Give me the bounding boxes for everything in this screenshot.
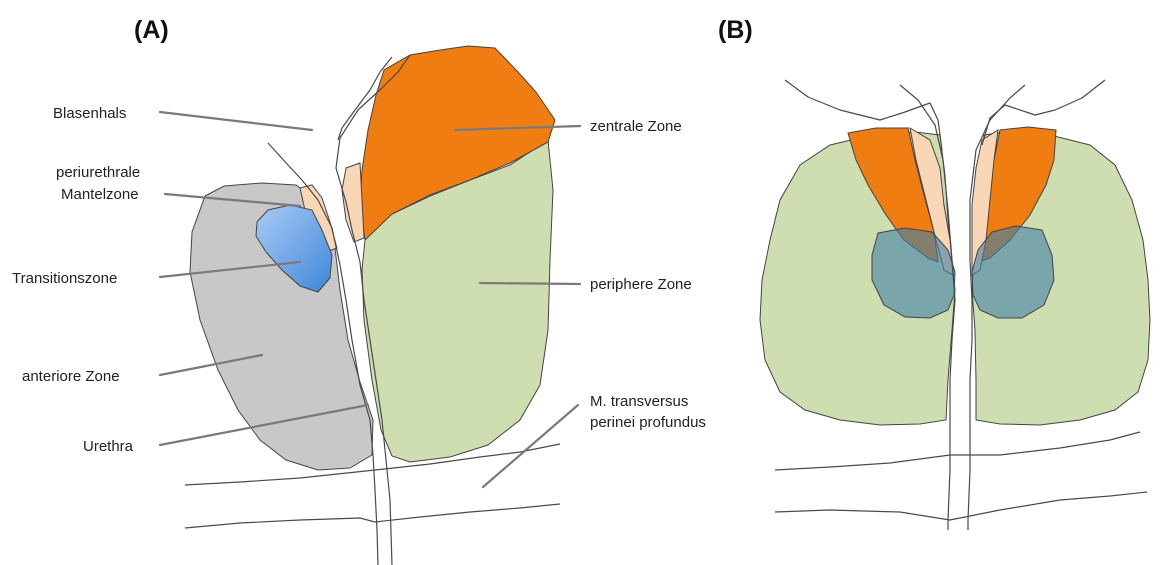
label-transversus-2: perinei profundus (590, 414, 706, 431)
periurethrale-mantelzone-a-upper (342, 163, 364, 242)
label-transversus-1: M. transversus (590, 393, 688, 410)
leader-periphere-zone (480, 283, 580, 284)
panel-a-label: (A) (134, 16, 169, 44)
leader-blasenhals (160, 112, 312, 130)
label-periphere-zone: periphere Zone (590, 276, 692, 293)
pelvic-floor-line-2 (185, 504, 560, 528)
pelvic-floor-line-1-b (775, 432, 1140, 470)
label-blasenhals: Blasenhals (53, 105, 126, 122)
panel-a: (A) Blasenhals periurethrale Mantelzone (12, 16, 706, 565)
label-anteriore-zone: anteriore Zone (22, 368, 120, 385)
pelvic-floor-line-2-b (775, 492, 1147, 520)
label-periurethrale-2: Mantelzone (61, 186, 139, 203)
panel-b-label: (B) (718, 16, 753, 44)
label-transitionszone: Transitionszone (12, 270, 117, 287)
label-zentrale-zone: zentrale Zone (590, 118, 682, 135)
label-periurethrale-1: periurethrale (56, 164, 140, 181)
panel-b: (B) (718, 16, 1150, 530)
label-urethra: Urethra (83, 438, 134, 455)
